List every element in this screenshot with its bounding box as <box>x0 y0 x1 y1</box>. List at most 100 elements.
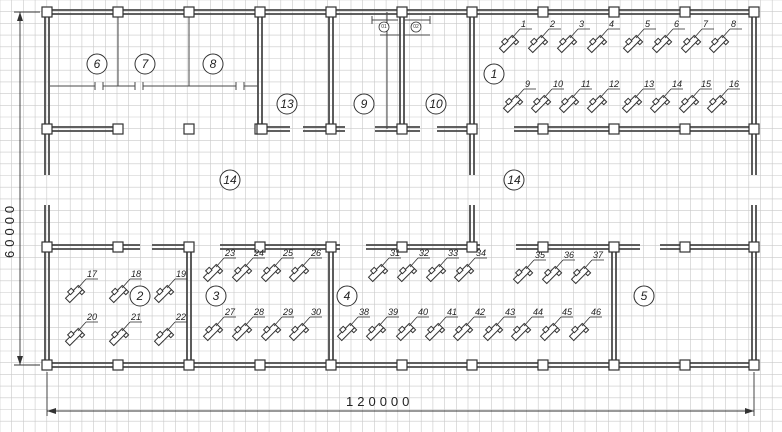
machine-31: 31 <box>367 248 401 283</box>
machine-14: 14 <box>649 79 683 114</box>
machine-16: 16 <box>706 79 740 114</box>
machine-21: 21 <box>108 312 142 347</box>
svg-text:44: 44 <box>533 307 543 317</box>
machine-27: 27 <box>202 307 236 342</box>
room-label-1: 1 <box>483 63 505 85</box>
structural-column <box>748 241 760 253</box>
svg-text:13: 13 <box>644 79 654 89</box>
svg-text:7: 7 <box>142 57 150 71</box>
svg-text:45: 45 <box>562 307 573 317</box>
machine-46: 46 <box>568 307 602 342</box>
machine-19: 19 <box>153 269 187 304</box>
columns <box>41 6 760 371</box>
structural-column <box>41 359 53 371</box>
svg-text:2: 2 <box>136 289 144 303</box>
room-label-10: 10 <box>425 93 447 115</box>
svg-text:4: 4 <box>609 19 614 29</box>
svg-text:3: 3 <box>579 19 584 29</box>
svg-text:3: 3 <box>213 289 220 303</box>
machine-33: 33 <box>425 248 459 283</box>
svg-text:40: 40 <box>418 307 428 317</box>
svg-text:1: 1 <box>491 67 498 81</box>
structural-column <box>325 359 337 371</box>
structural-column <box>466 123 478 135</box>
machine-17: 17 <box>64 269 98 304</box>
structural-column <box>41 6 53 18</box>
svg-text:39: 39 <box>388 307 398 317</box>
svg-text:15: 15 <box>701 79 712 89</box>
svg-text:32: 32 <box>419 248 429 258</box>
machine-41: 41 <box>424 307 458 342</box>
svg-text:6: 6 <box>94 57 101 71</box>
machine-3: 3 <box>556 19 590 54</box>
svg-text:21: 21 <box>130 312 141 322</box>
room-label-4: 4 <box>336 285 358 307</box>
structural-column <box>396 123 408 135</box>
svg-text:28: 28 <box>253 307 264 317</box>
structural-column <box>679 123 691 135</box>
small-unit-01: 01 <box>371 16 400 36</box>
svg-text:8: 8 <box>731 19 736 29</box>
svg-text:20: 20 <box>86 312 97 322</box>
svg-text:01: 01 <box>381 24 387 30</box>
structural-column <box>537 6 549 18</box>
svg-text:30: 30 <box>311 307 321 317</box>
svg-text:12: 12 <box>609 79 619 89</box>
structural-column <box>537 123 549 135</box>
svg-text:38: 38 <box>359 307 369 317</box>
machine-22: 22 <box>153 312 187 347</box>
svg-text:36: 36 <box>564 250 574 260</box>
machine-34: 34 <box>453 248 487 283</box>
machine-6: 6 <box>651 19 685 54</box>
svg-text:120000: 120000 <box>346 394 413 409</box>
svg-text:60000: 60000 <box>2 202 17 258</box>
svg-text:33: 33 <box>448 248 458 258</box>
machine-44: 44 <box>510 307 544 342</box>
svg-text:17: 17 <box>87 269 98 279</box>
machine-7: 7 <box>680 19 714 54</box>
structural-column <box>608 359 620 371</box>
svg-text:27: 27 <box>224 307 236 317</box>
svg-text:43: 43 <box>505 307 515 317</box>
room-label-3: 3 <box>205 285 227 307</box>
structural-column <box>748 359 760 371</box>
machine-15: 15 <box>678 79 712 114</box>
machine-30: 30 <box>288 307 322 342</box>
svg-text:02: 02 <box>413 24 419 30</box>
machine-26: 26 <box>288 248 322 283</box>
svg-text:26: 26 <box>310 248 321 258</box>
structural-column <box>537 359 549 371</box>
structural-column <box>537 241 549 253</box>
room-label-6: 6 <box>86 53 108 75</box>
svg-text:11: 11 <box>581 79 590 89</box>
dimension-vertical: 60000 <box>2 11 40 366</box>
structural-column <box>748 123 760 135</box>
machine-4: 4 <box>586 19 620 54</box>
structural-column <box>254 241 266 253</box>
svg-text:5: 5 <box>641 289 648 303</box>
structural-column <box>679 6 691 18</box>
machine-40: 40 <box>395 307 429 342</box>
machine-10: 10 <box>530 79 564 114</box>
machine-8: 8 <box>708 19 742 54</box>
structural-column <box>608 6 620 18</box>
structural-column <box>396 6 408 18</box>
svg-text:46: 46 <box>591 307 601 317</box>
svg-text:4: 4 <box>344 289 351 303</box>
structural-column <box>466 359 478 371</box>
room-label-9: 9 <box>353 93 375 115</box>
svg-text:6: 6 <box>674 19 679 29</box>
structural-column <box>466 241 478 253</box>
machine-20: 20 <box>64 312 98 347</box>
structural-column <box>41 241 53 253</box>
structural-column <box>466 6 478 18</box>
machine-39: 39 <box>365 307 399 342</box>
svg-text:25: 25 <box>282 248 294 258</box>
svg-text:19: 19 <box>176 269 186 279</box>
dimension-horizontal: 120000 <box>46 372 755 416</box>
machine-18: 18 <box>108 269 142 304</box>
structural-column <box>183 359 195 371</box>
machine-35: 35 <box>512 250 546 285</box>
